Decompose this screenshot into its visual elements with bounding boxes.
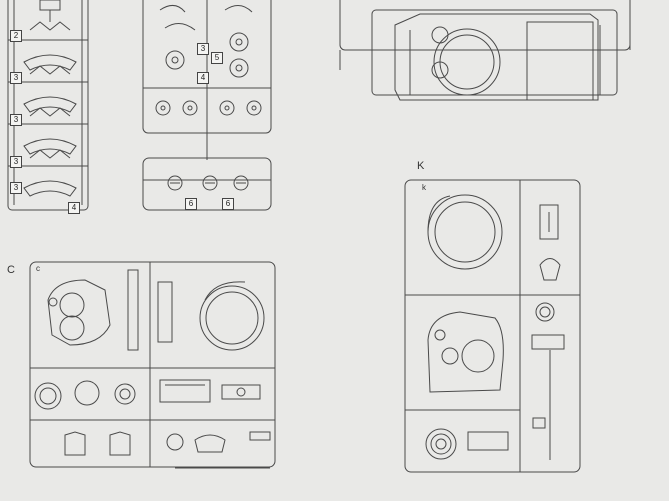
- sprue-corner-k: k: [422, 183, 426, 192]
- part-number-6: 6: [222, 198, 234, 210]
- part-number-6: 6: [185, 198, 197, 210]
- sprue-top-right: [339, 0, 631, 101]
- part-number-4: 4: [197, 72, 209, 84]
- sprue-top-middle: [142, 0, 272, 211]
- part-number-3: 3: [10, 182, 22, 194]
- part-number-5: 5: [211, 52, 223, 64]
- part-number-3: 3: [197, 43, 209, 55]
- part-number-2: 2: [10, 30, 22, 42]
- sprue-label-c: C: [7, 264, 15, 276]
- sprue-label-k: K: [417, 160, 425, 172]
- sprue-k: [404, 179, 581, 473]
- part-number-4: 4: [68, 202, 80, 214]
- sprue-corner-c: c: [36, 264, 40, 273]
- sprue-c: [29, 261, 276, 469]
- part-number-3: 3: [10, 114, 22, 126]
- part-number-3: 3: [10, 72, 22, 84]
- part-number-3: 3: [10, 156, 22, 168]
